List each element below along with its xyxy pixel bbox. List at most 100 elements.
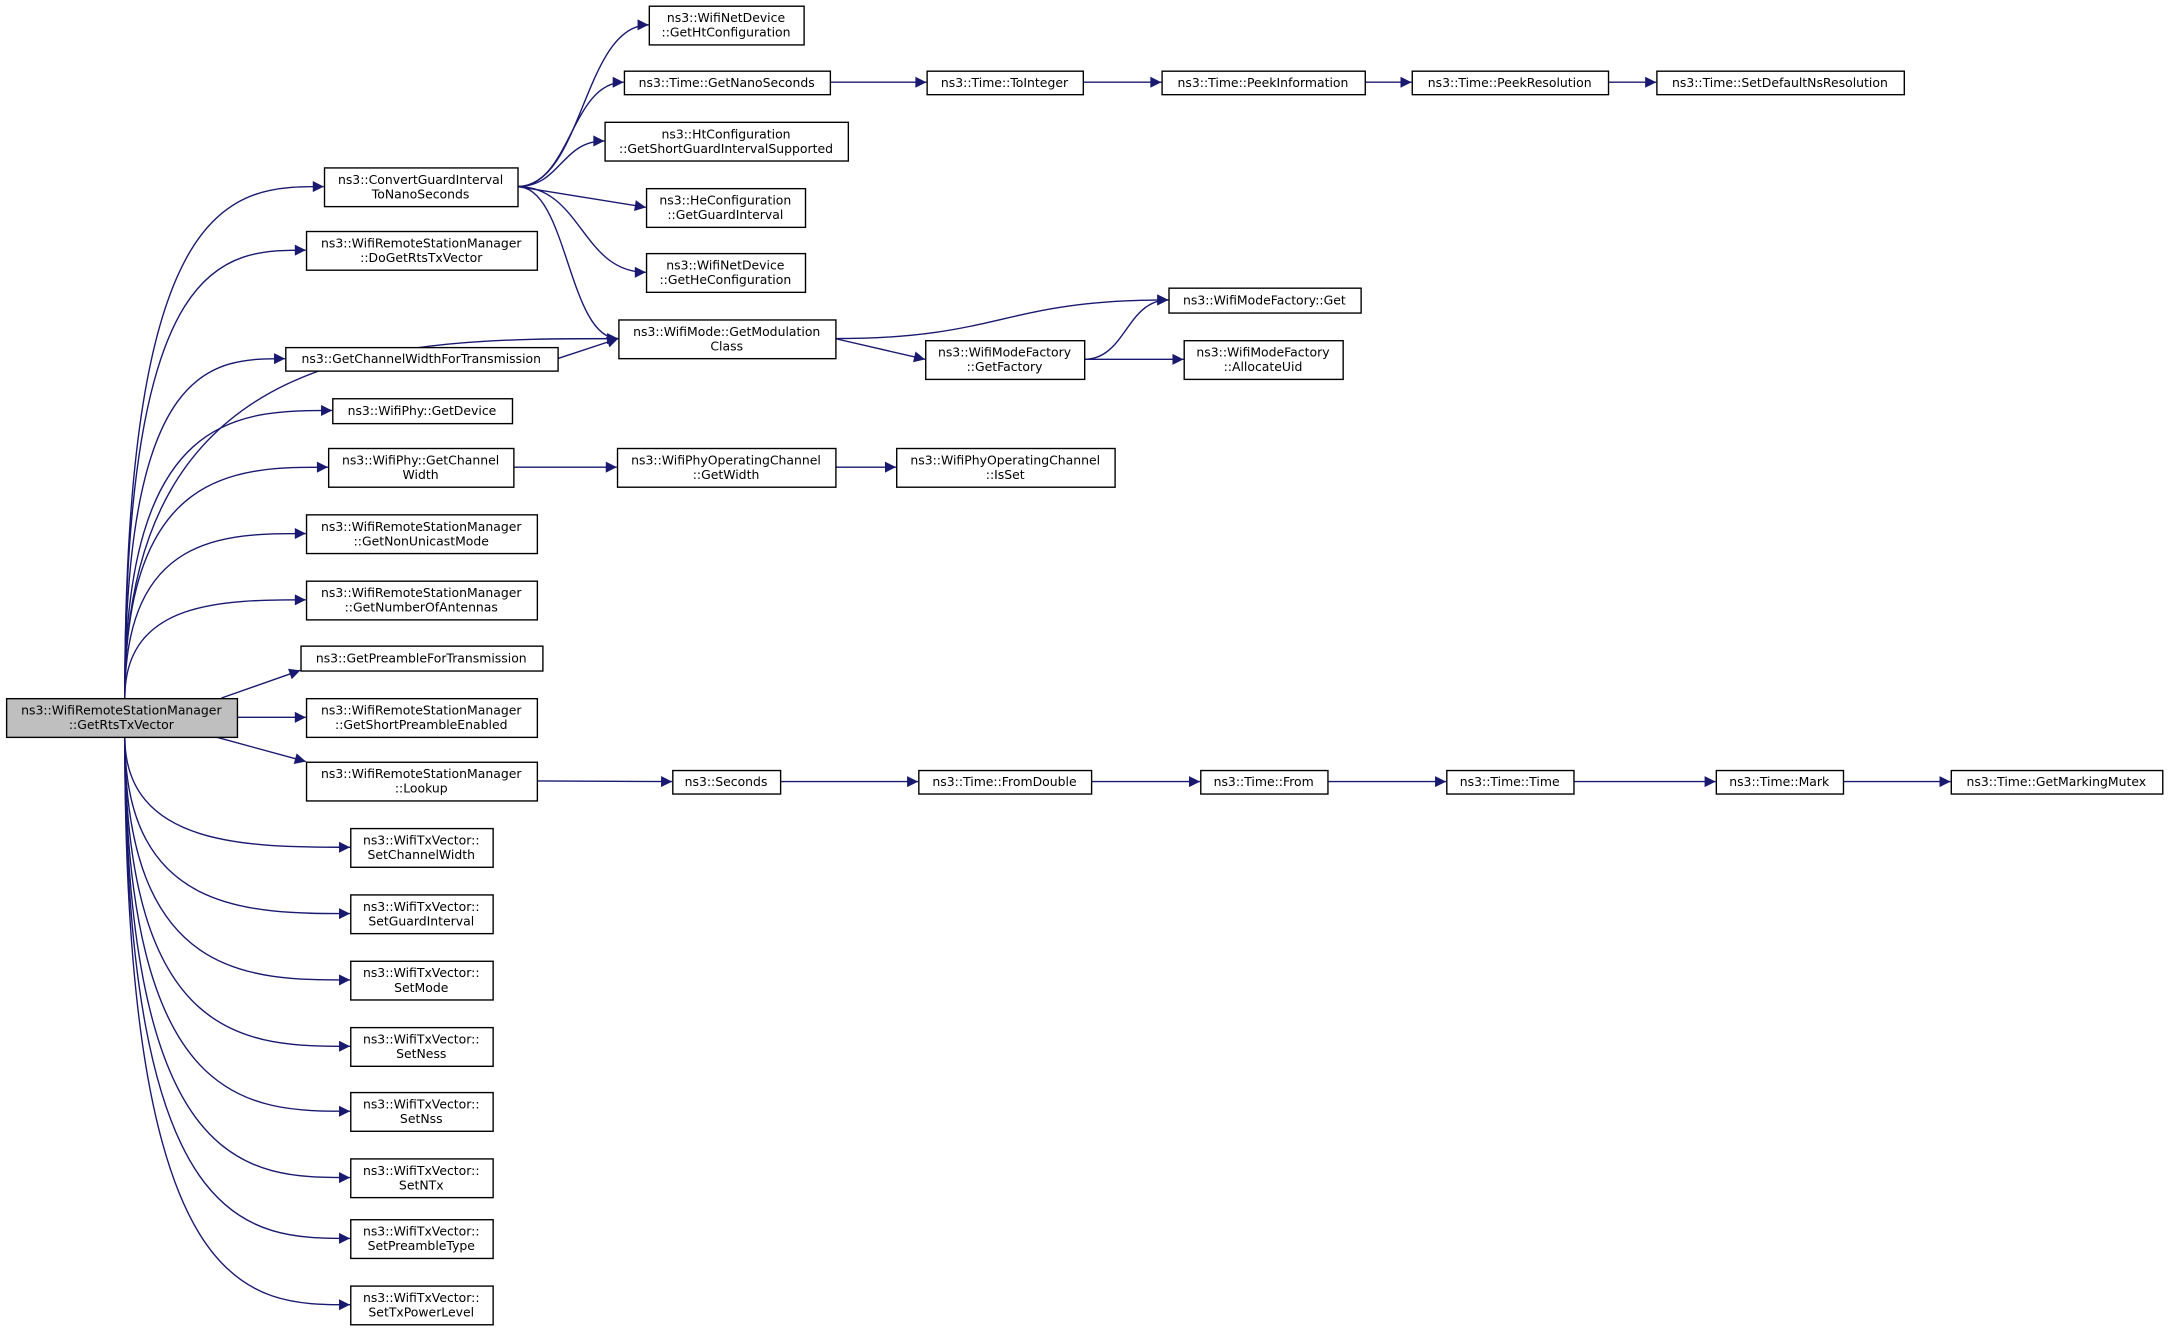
node-do-get-rts[interactable]: ns3::WifiRemoteStationManager::DoGetRtsT… <box>305 230 539 271</box>
node-box <box>305 761 539 802</box>
node-box <box>323 167 519 208</box>
node-from-double[interactable]: ns3::Time::FromDouble <box>918 769 1093 795</box>
node-label: ns3::WifiRemoteStationManager <box>321 585 522 600</box>
node-label: ::GetHeConfiguration <box>659 272 791 287</box>
node-box <box>1161 70 1366 96</box>
edge-root-to-mod-class <box>124 333 619 698</box>
node-box <box>305 580 539 621</box>
node-label: ::GetHtConfiguration <box>662 25 791 40</box>
node-get-factory[interactable]: ns3::WifiModeFactory::GetFactory <box>925 340 1086 381</box>
node-get-he-conf[interactable]: ns3::WifiNetDevice::GetHeConfiguration <box>645 252 807 294</box>
node-set-chan-width[interactable]: ns3::WifiTxVector::SetChannelWidth <box>350 827 494 868</box>
node-preamble-tx[interactable]: ns3::GetPreambleForTransmission <box>300 645 544 672</box>
node-peek-info[interactable]: ns3::Time::PeekInformation <box>1161 70 1366 96</box>
node-box <box>618 319 837 360</box>
node-num-antennas[interactable]: ns3::WifiRemoteStationManager::GetNumber… <box>305 580 539 621</box>
node-box <box>350 1026 494 1068</box>
node-box <box>305 230 539 271</box>
node-label: ns3::WifiTxVector:: <box>363 1163 480 1178</box>
node-label: ToNanoSeconds <box>371 186 470 201</box>
node-box <box>350 1285 494 1326</box>
node-label: ::GetNonUnicastMode <box>354 533 489 548</box>
node-label: ns3::Seconds <box>685 774 768 789</box>
node-get-device[interactable]: ns3::WifiPhy::GetDevice <box>332 398 514 425</box>
node-set-def-ns[interactable]: ns3::Time::SetDefaultNsResolution <box>1656 70 1905 96</box>
node-mark-mutex[interactable]: ns3::Time::GetMarkingMutex <box>1950 769 2164 795</box>
node-set-preamble[interactable]: ns3::WifiTxVector::SetPreambleType <box>350 1219 494 1260</box>
node-label: ns3::WifiTxVector:: <box>363 1032 480 1047</box>
node-factory-get[interactable]: ns3::WifiModeFactory::Get <box>1168 287 1362 314</box>
node-get-nano[interactable]: ns3::Time::GetNanoSeconds <box>623 70 832 96</box>
node-label: ns3::WifiTxVector:: <box>363 1097 480 1112</box>
node-mark[interactable]: ns3::Time::Mark <box>1715 769 1845 795</box>
node-label: ns3::WifiRemoteStationManager <box>21 703 222 718</box>
node-box <box>926 70 1084 96</box>
node-seconds[interactable]: ns3::Seconds <box>672 769 782 795</box>
node-he-g-i[interactable]: ns3::HeConfiguration::GetGuardInterval <box>645 187 807 229</box>
node-alloc-uid[interactable]: ns3::WifiModeFactory::AllocateUid <box>1183 340 1344 381</box>
node-box <box>1411 70 1610 96</box>
node-label: ns3::WifiRemoteStationManager <box>321 766 522 781</box>
node-to-integer[interactable]: ns3::Time::ToInteger <box>926 70 1084 96</box>
node-set-ness[interactable]: ns3::WifiTxVector::SetNess <box>350 1026 494 1068</box>
edge-mod-class-to-factory-get <box>835 294 1169 340</box>
node-set-nss[interactable]: ns3::WifiTxVector::SetNss <box>350 1091 494 1132</box>
node-set-n-tx[interactable]: ns3::WifiTxVector::SetNTx <box>350 1158 494 1199</box>
node-label: ns3::WifiPhyOperatingChannel <box>631 452 821 467</box>
node-set-g-i[interactable]: ns3::WifiTxVector::SetGuardInterval <box>350 894 494 935</box>
node-label: SetGuardInterval <box>368 913 474 928</box>
node-label: ns3::WifiPhy::GetDevice <box>348 403 497 418</box>
node-lookup[interactable]: ns3::WifiRemoteStationManager::Lookup <box>305 761 539 802</box>
node-label: ::IsSet <box>986 467 1025 482</box>
node-peek-res[interactable]: ns3::Time::PeekResolution <box>1411 70 1610 96</box>
edge-root-to-set-tx-power <box>124 736 351 1311</box>
node-root[interactable]: ns3::WifiRemoteStationManager::GetRtsTxV… <box>5 697 239 739</box>
node-box <box>1950 769 2164 795</box>
node-label: ::GetNumberOfAntennas <box>345 600 498 615</box>
node-op-get-width[interactable]: ns3::WifiPhyOperatingChannel::GetWidth <box>616 447 837 488</box>
node-box <box>623 70 832 96</box>
node-label: ns3::WifiModeFactory <box>1196 345 1329 360</box>
node-label: SetNTx <box>399 1177 444 1192</box>
edge-convert-g-i-to-get-ht-conf <box>517 19 649 188</box>
node-box <box>350 827 494 868</box>
node-short-g-i[interactable]: ns3::HtConfiguration::GetShortGuardInter… <box>604 121 850 162</box>
node-label: ns3::GetPreambleForTransmission <box>316 650 527 665</box>
node-set-tx-power[interactable]: ns3::WifiTxVector::SetTxPowerLevel <box>350 1285 494 1326</box>
edge-root-to-set-chan-width <box>124 736 351 853</box>
node-label: ns3::Time::FromDouble <box>932 774 1076 789</box>
node-label: ::GetShortGuardIntervalSupported <box>619 141 833 156</box>
edge-convert-g-i-to-get-he-conf <box>517 185 646 278</box>
edge-convert-g-i-to-short-g-i <box>517 135 605 188</box>
node-box <box>604 121 850 162</box>
edge-root-to-get-device <box>124 404 333 698</box>
node-is-set[interactable]: ns3::WifiPhyOperatingChannel::IsSet <box>896 447 1116 488</box>
node-label: ns3::Time::ToInteger <box>941 75 1069 90</box>
node-label: SetMode <box>394 980 448 995</box>
node-label: ns3::Time::Time <box>1460 774 1560 789</box>
node-label: ns3::Time::SetDefaultNsResolution <box>1672 75 1888 90</box>
node-set-mode[interactable]: ns3::WifiTxVector::SetMode <box>350 960 494 1001</box>
edge-root-to-non-unicast <box>124 527 306 698</box>
node-short-preamble[interactable]: ns3::WifiRemoteStationManager::GetShortP… <box>305 697 539 739</box>
node-chan-width-tx[interactable]: ns3::GetChannelWidthForTransmission <box>285 346 559 372</box>
node-label: ::GetRtsTxVector <box>69 717 175 732</box>
node-time-time[interactable]: ns3::Time::Time <box>1446 769 1575 795</box>
edge-root-to-num-antennas <box>124 594 306 698</box>
node-non-unicast[interactable]: ns3::WifiRemoteStationManager::GetNonUni… <box>305 514 539 555</box>
node-label: SetChannelWidth <box>368 847 475 862</box>
node-from[interactable]: ns3::Time::From <box>1200 769 1329 795</box>
node-box <box>350 894 494 935</box>
node-label: ns3::WifiTxVector:: <box>363 965 480 980</box>
node-box <box>1656 70 1905 96</box>
node-label: ns3::WifiTxVector:: <box>363 1224 480 1239</box>
node-label: ns3::WifiModeFactory <box>938 345 1071 360</box>
node-label: ns3::WifiNetDevice <box>666 258 784 273</box>
nodes-layer: ns3::WifiRemoteStationManager::GetRtsTxV… <box>5 5 2164 1326</box>
node-get-chan-width[interactable]: ns3::WifiPhy::GetChannelWidth <box>327 447 515 488</box>
node-get-ht-conf[interactable]: ns3::WifiNetDevice::GetHtConfiguration <box>648 5 805 46</box>
node-label: ns3::WifiMode::GetModulation <box>633 324 820 339</box>
node-label: ns3::GetChannelWidthForTransmission <box>302 351 542 366</box>
